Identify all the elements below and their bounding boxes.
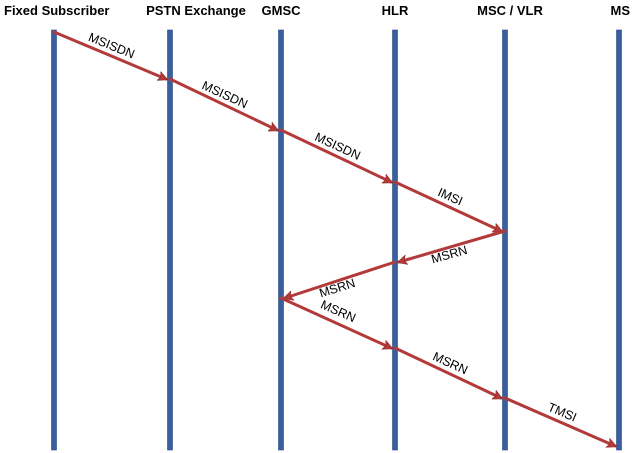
lifeline-fixed xyxy=(51,29,57,451)
actor-label-gmsc: GMSC xyxy=(262,3,302,18)
lifeline-pstn xyxy=(167,29,173,451)
actor-label-ms: MS xyxy=(611,3,631,18)
message-arrow-1 xyxy=(52,30,166,79)
actor-label-msc: MSC / VLR xyxy=(477,3,543,18)
message-label-5: MSRN xyxy=(430,243,469,266)
message-arrow-3 xyxy=(279,128,391,184)
message-label-4: IMSI xyxy=(436,185,465,208)
message-arrow-9 xyxy=(503,396,615,446)
message-label-7: MSRN xyxy=(319,298,358,326)
message-arrow-5 xyxy=(399,229,507,262)
message-label-9: TMSI xyxy=(546,400,579,424)
actor-label-hlr: HLR xyxy=(382,3,409,18)
lifeline-ms xyxy=(616,29,622,451)
message-arrow-2 xyxy=(168,77,277,132)
message-arrow-4 xyxy=(393,180,501,233)
actor-label-pstn: PSTN Exchange xyxy=(146,3,246,18)
lifeline-msc xyxy=(502,29,508,451)
message-arrow-7 xyxy=(279,296,391,348)
lifeline-gmsc xyxy=(278,29,284,451)
message-arrow-6 xyxy=(285,260,397,298)
lifeline-hlr xyxy=(392,29,398,451)
message-arrow-8 xyxy=(393,346,501,400)
actor-label-fixed: Fixed Subscriber xyxy=(4,3,109,18)
